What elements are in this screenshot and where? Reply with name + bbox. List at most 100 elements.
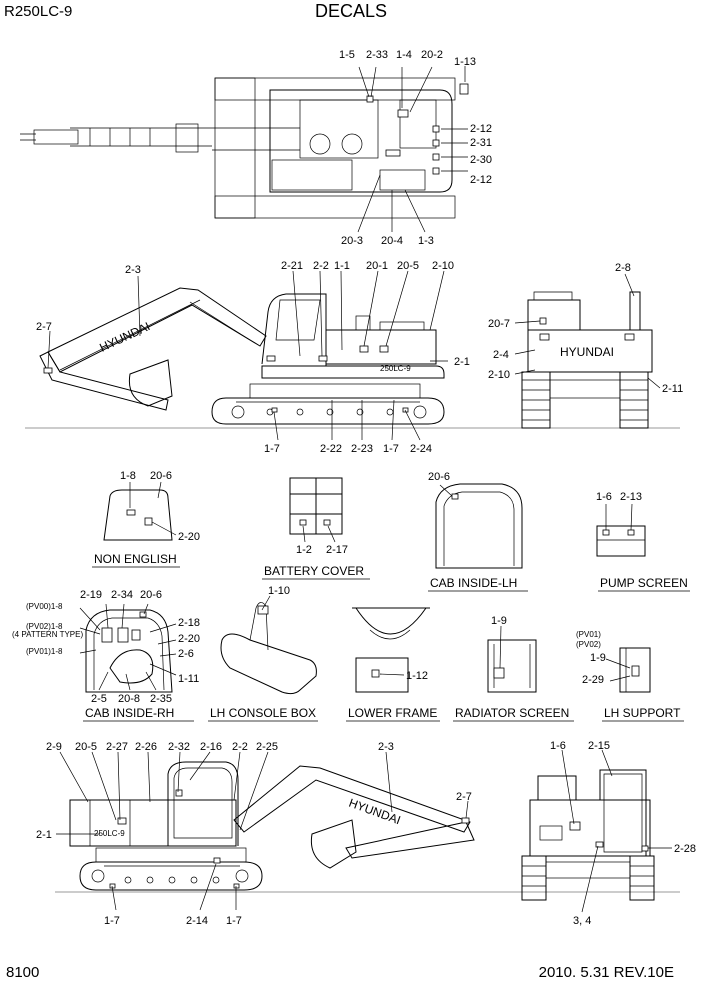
caption-radiator-screen: RADIATOR SCREEN: [455, 706, 569, 720]
callout: 20-3: [341, 235, 363, 247]
front-view: 1-6 2-15 2-28 3, 4: [521, 740, 696, 927]
caption-battery-cover: BATTERY COVER: [264, 564, 364, 578]
callout: 2-16: [200, 741, 222, 753]
callout: 20-4: [381, 235, 403, 247]
callout: 2-20: [178, 531, 200, 543]
callout: 20-5: [75, 741, 97, 753]
callout: 20-6: [428, 471, 450, 483]
caption-lower-frame: LOWER FRAME: [348, 706, 437, 720]
detail-lh-console-box: 1-10 LH CONSOLE BOX: [208, 585, 318, 722]
callout: 1-4: [396, 49, 412, 61]
callout: 2-8: [615, 262, 631, 274]
rear-view: HYUNDAI 2-8 20-7 2-4 2-10 2-11: [488, 262, 683, 429]
callout: 2-18: [178, 617, 200, 629]
caption-pump-screen: PUMP SCREEN: [600, 576, 688, 590]
callout: (PV00)1-8: [26, 602, 63, 611]
callout: 2-15: [588, 740, 610, 752]
detail-lh-support: (PV01) (PV02) 1-9 2-29 LH SUPPORT: [576, 630, 684, 722]
callout: 2-3: [378, 741, 394, 753]
callout: 2-1: [36, 829, 52, 841]
callout: 2-14: [186, 915, 208, 927]
page-number: 8100: [6, 964, 40, 981]
model-badge: 250LC-9: [380, 364, 411, 373]
callout: 20-8: [118, 693, 140, 705]
callout: 2-22: [320, 443, 342, 455]
callout: 2-32: [168, 741, 190, 753]
hyundai-rear-text: HYUNDAI: [560, 345, 614, 359]
callout: 20-6: [140, 589, 162, 601]
callout: 2-10: [432, 260, 454, 272]
revision-date: 2010. 5.31 REV.10E: [538, 964, 674, 981]
callout: 2-10: [488, 369, 510, 381]
callout: 2-29: [582, 674, 604, 686]
callout: 2-24: [410, 443, 432, 455]
detail-cab-inside-rh: 2-19 2-34 20-6 2-18 2-20 2-6 1-11 2-5 20…: [12, 589, 200, 722]
callout: 1-6: [550, 740, 566, 752]
callout: (4 PATTERN TYPE): [12, 630, 83, 639]
callout: (PV01)1-8: [26, 647, 63, 656]
callout: 20-7: [488, 318, 510, 330]
side-view-rh: HYUNDAI 250LC-9 2-3 2-7 2-21 2-2 1-1 20-…: [25, 260, 680, 455]
callout: 1-9: [491, 615, 507, 627]
page-title: DECALS: [314, 1, 388, 21]
callout: 1-12: [406, 670, 428, 682]
callout: 1-5: [339, 49, 355, 61]
detail-lower-frame: 1-12 LOWER FRAME: [346, 607, 440, 722]
callout: 1-8: [120, 470, 136, 482]
callout: (PV01): [576, 630, 601, 639]
callout: 2-35: [150, 693, 172, 705]
callout: 1-2: [296, 544, 312, 556]
callout: 2-12: [470, 174, 492, 186]
callout: (PV02): [576, 640, 601, 649]
callout: 1-11: [178, 673, 199, 685]
callout: 20-2: [421, 49, 443, 61]
callout: 2-26: [135, 741, 157, 753]
callout: 2-1: [454, 356, 470, 368]
callout: 2-34: [111, 589, 133, 601]
caption-cab-inside-lh: CAB INSIDE-LH: [430, 576, 517, 590]
callout: 1-7: [226, 915, 242, 927]
callout: 2-25: [256, 741, 278, 753]
callout: 20-1: [366, 260, 388, 272]
detail-radiator-screen: 1-9 RADIATOR SCREEN: [453, 615, 574, 722]
caption-lh-console-box: LH CONSOLE BOX: [210, 706, 316, 720]
callout: 2-12: [470, 123, 492, 135]
callout: 2-7: [456, 791, 472, 803]
callout: 2-28: [674, 843, 696, 855]
callout: 2-3: [125, 264, 141, 276]
callout: 2-11: [662, 383, 683, 395]
detail-battery-cover: 1-2 2-17 BATTERY COVER: [262, 477, 370, 580]
callout: 1-9: [590, 652, 606, 664]
callout: 2-9: [46, 741, 62, 753]
callout: 2-33: [366, 49, 388, 61]
callout: 2-23: [351, 443, 373, 455]
callout: 2-31: [470, 137, 492, 149]
callout: 1-1: [334, 260, 350, 272]
detail-non-english: 1-8 20-6 2-20 NON ENGLISH: [92, 470, 200, 568]
callout: 3, 4: [573, 915, 591, 927]
callout: 2-17: [326, 544, 348, 556]
caption-non-english: NON ENGLISH: [94, 552, 177, 566]
side-view-lh: HYUNDAI 250LC-9 2-9 20-5 2-27 2-26 2-32 …: [36, 741, 680, 927]
top-view: 1-5 2-33 1-4 20-2 1-13 2-12 2-31 2-30 2-…: [20, 49, 492, 247]
callout: 2-7: [36, 321, 52, 333]
callout: 1-6: [596, 491, 612, 503]
callout: 1-7: [264, 443, 280, 455]
callout: 1-10: [268, 585, 290, 597]
callout: 2-27: [106, 741, 128, 753]
caption-lh-support: LH SUPPORT: [604, 706, 681, 720]
callout: (PV02)1-8: [26, 622, 63, 631]
callout: 1-3: [418, 235, 434, 247]
caption-cab-inside-rh: CAB INSIDE-RH: [85, 706, 174, 720]
model-badge-lh: 250LC-9: [94, 829, 125, 838]
callout: 20-6: [150, 470, 172, 482]
model-number: R250LC-9: [4, 3, 73, 20]
callout: 2-4: [493, 349, 509, 361]
callout: 2-13: [620, 491, 642, 503]
callout: 2-21: [281, 260, 303, 272]
callout: 2-2: [232, 741, 248, 753]
callout: 2-30: [470, 154, 492, 166]
callout: 2-19: [80, 589, 102, 601]
callout: 2-5: [91, 693, 107, 705]
